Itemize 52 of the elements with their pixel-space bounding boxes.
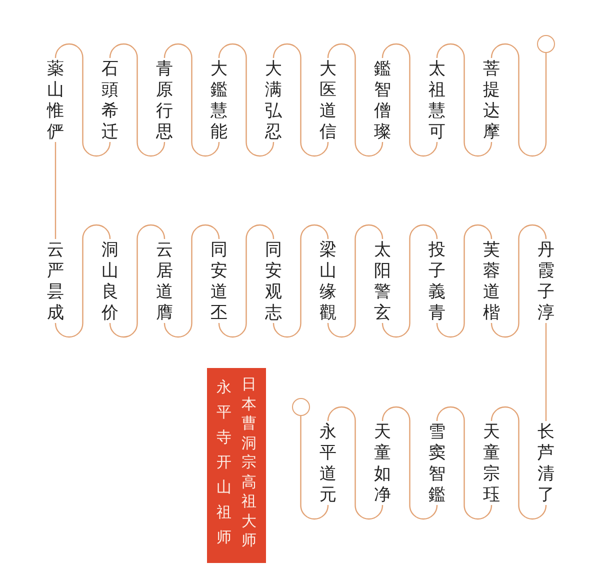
- meander-line: [382, 224, 438, 338]
- name-text: 石頭希迁: [102, 58, 118, 142]
- name-text: 菩提达摩: [483, 58, 500, 142]
- meander-line: [164, 43, 220, 157]
- meander-line: [490, 43, 547, 157]
- name-text: 同安观志: [265, 239, 282, 323]
- banner-text: 永平寺开山祖师: [216, 378, 232, 548]
- meander-line: [436, 406, 492, 520]
- title-banner: [207, 368, 266, 563]
- name-text: 永平道元: [320, 421, 336, 505]
- name-text: 太祖慧可: [428, 58, 446, 142]
- meander-line: [300, 416, 329, 520]
- name-text: 薬山惟俨: [47, 58, 64, 142]
- name-text: 大满弘忍: [265, 58, 282, 142]
- meander-line: [327, 406, 384, 520]
- name-text: 大医道信: [320, 58, 336, 142]
- meander-line: [54, 142, 56, 239]
- meander-line: [272, 224, 329, 338]
- name-text: 投子義青: [428, 239, 446, 323]
- meander-line: [164, 224, 220, 338]
- name-text: 丹霞子淳: [538, 239, 554, 323]
- meander-line: [382, 43, 438, 157]
- name-text: 长芦清了: [538, 421, 554, 505]
- name-text: 云严昙成: [47, 239, 64, 323]
- meander-line: [218, 43, 274, 157]
- meander-line: [54, 43, 111, 157]
- meander-line: [327, 43, 384, 157]
- meander-line: [327, 224, 384, 338]
- name-text: 雪窦智鑑: [428, 421, 446, 505]
- meander-line: [218, 224, 274, 338]
- meander-line: [436, 43, 492, 157]
- name-text: 太阳警玄: [374, 239, 391, 323]
- meander-line: [490, 406, 547, 520]
- name-text: 鑑智僧璨: [374, 58, 391, 142]
- meander-line: [490, 224, 547, 338]
- name-text: 天童如净: [374, 421, 391, 505]
- meander-line: [109, 224, 166, 338]
- name-text: 梁山缘觀: [320, 239, 336, 323]
- name-text: 天童宗珏: [483, 421, 500, 505]
- banner-text: 日本曹洞宗高祖大师: [242, 376, 256, 551]
- name-text: 同安道丕: [210, 239, 228, 323]
- meander-line: [545, 323, 547, 421]
- meander-line: [54, 224, 111, 338]
- meander-line: [109, 43, 166, 157]
- meander-line: [382, 406, 438, 520]
- meander-line: [436, 224, 492, 338]
- name-text: 芙蓉道楷: [483, 239, 500, 323]
- name-text: 云居道膺: [156, 239, 173, 323]
- name-text: 青原行思: [156, 58, 173, 142]
- meander-line: [272, 43, 329, 157]
- name-text: 大鑑慧能: [210, 58, 228, 142]
- name-text: 洞山良价: [102, 239, 118, 323]
